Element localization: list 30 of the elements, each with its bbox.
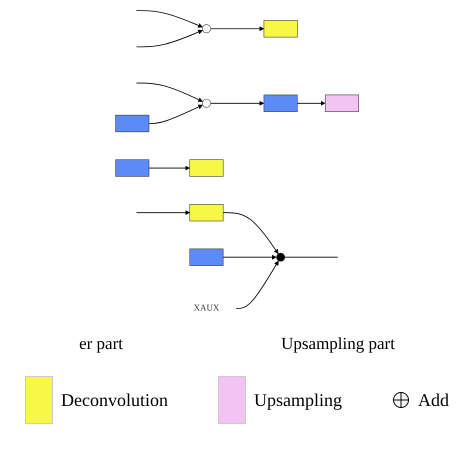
section-label: Upsampling part <box>281 334 395 354</box>
node-box <box>189 248 224 266</box>
arrow <box>236 260 279 309</box>
arrow <box>222 212 278 254</box>
node-box <box>264 94 298 112</box>
arrow <box>210 100 264 106</box>
node-circle <box>202 98 211 108</box>
node-box <box>115 159 150 177</box>
node-circle <box>276 252 285 262</box>
arrow <box>296 100 326 106</box>
arrow <box>148 104 203 124</box>
node-circle <box>202 24 211 34</box>
legend-label: Deconvolution <box>61 390 168 410</box>
arrow <box>136 30 203 48</box>
node-text: XAUX <box>193 303 220 313</box>
arrow <box>222 254 277 260</box>
node-box <box>324 94 359 112</box>
node-box <box>264 20 298 38</box>
legend-label: Add <box>418 390 449 410</box>
arrow <box>136 82 203 102</box>
connector <box>284 256 338 258</box>
arrow <box>210 26 264 32</box>
node-box <box>115 114 150 132</box>
node-box <box>189 159 224 177</box>
arrow <box>136 10 203 28</box>
arrow <box>136 210 190 216</box>
section-label: er part <box>79 334 123 354</box>
arrow <box>148 166 190 171</box>
node-box <box>189 204 224 222</box>
legend-label: Upsampling <box>254 390 342 410</box>
